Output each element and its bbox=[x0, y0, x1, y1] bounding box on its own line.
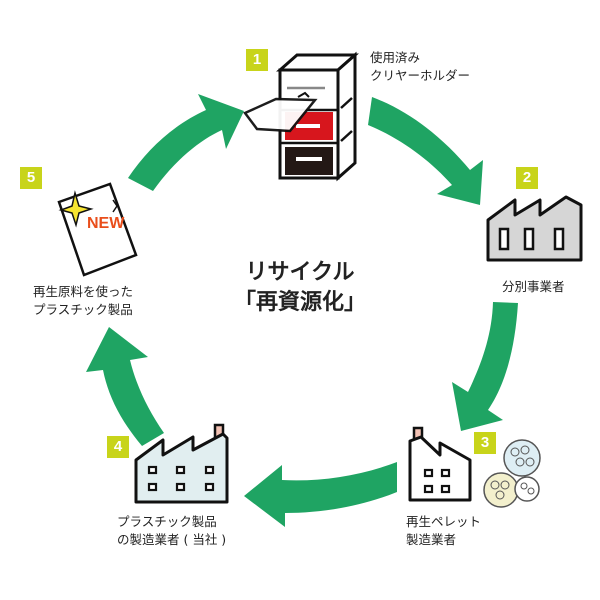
step-2-label-line-1: 分別事業者 bbox=[502, 279, 565, 294]
factory-gray-icon bbox=[486, 195, 583, 262]
arrow-4-to-5 bbox=[86, 327, 164, 446]
step-3-label: 再生ペレット 製造業者 bbox=[406, 513, 481, 549]
step-4-label-line-1: プラスチック製品 bbox=[117, 514, 217, 529]
center-title: リサイクル 「再資源化」 bbox=[200, 258, 400, 318]
step-1-label: 使用済み クリヤーホルダー bbox=[370, 49, 470, 85]
arrow-2-to-3 bbox=[452, 302, 518, 431]
center-title-line-1: リサイクル bbox=[245, 260, 355, 285]
step-4-badge: 4 bbox=[107, 436, 129, 458]
step-5-label-line-1: 再生原料を使った bbox=[33, 284, 134, 299]
step-4-label: プラスチック製品 の製造業者 ( 当社 ) bbox=[117, 513, 226, 549]
factory-with-pellets-icon bbox=[408, 426, 541, 508]
step-5-label: 再生原料を使った プラスチック製品 bbox=[33, 283, 133, 319]
cabinet-with-clear-folder-icon bbox=[243, 51, 359, 182]
arrow-5-to-1 bbox=[128, 94, 244, 191]
arrow-3-to-4 bbox=[244, 462, 397, 527]
step-3-label-line-1: 再生ペレット bbox=[406, 514, 482, 529]
new-text: NEW bbox=[87, 215, 125, 232]
step-3-label-line-2: 製造業者 bbox=[406, 532, 457, 547]
sparkle-icon bbox=[58, 190, 94, 228]
step-2-label: 分別事業者 bbox=[502, 278, 565, 296]
step-2-badge: 2 bbox=[516, 167, 538, 189]
new-clear-folder-icon: NEW bbox=[57, 182, 138, 277]
step-3-badge: 3 bbox=[474, 432, 496, 454]
step-4-label-line-2: の製造業者 ( 当社 ) bbox=[117, 532, 227, 547]
step-5-badge: 5 bbox=[20, 167, 42, 189]
pellet-cluster-white bbox=[514, 476, 540, 502]
step-5-label-line-2: プラスチック製品 bbox=[33, 302, 133, 317]
step-1-label-line-1: 使用済み bbox=[370, 50, 421, 65]
arrow-1-to-2 bbox=[368, 97, 483, 205]
step-1-badge: 1 bbox=[246, 49, 268, 71]
factory-light-blue-icon bbox=[134, 423, 229, 504]
pellet-cluster-yellow bbox=[483, 472, 519, 508]
pellet-cluster-blue bbox=[503, 439, 541, 477]
center-title-line-2: 「再資源化」 bbox=[233, 290, 366, 315]
step-1-label-line-2: クリヤーホルダー bbox=[370, 68, 471, 83]
